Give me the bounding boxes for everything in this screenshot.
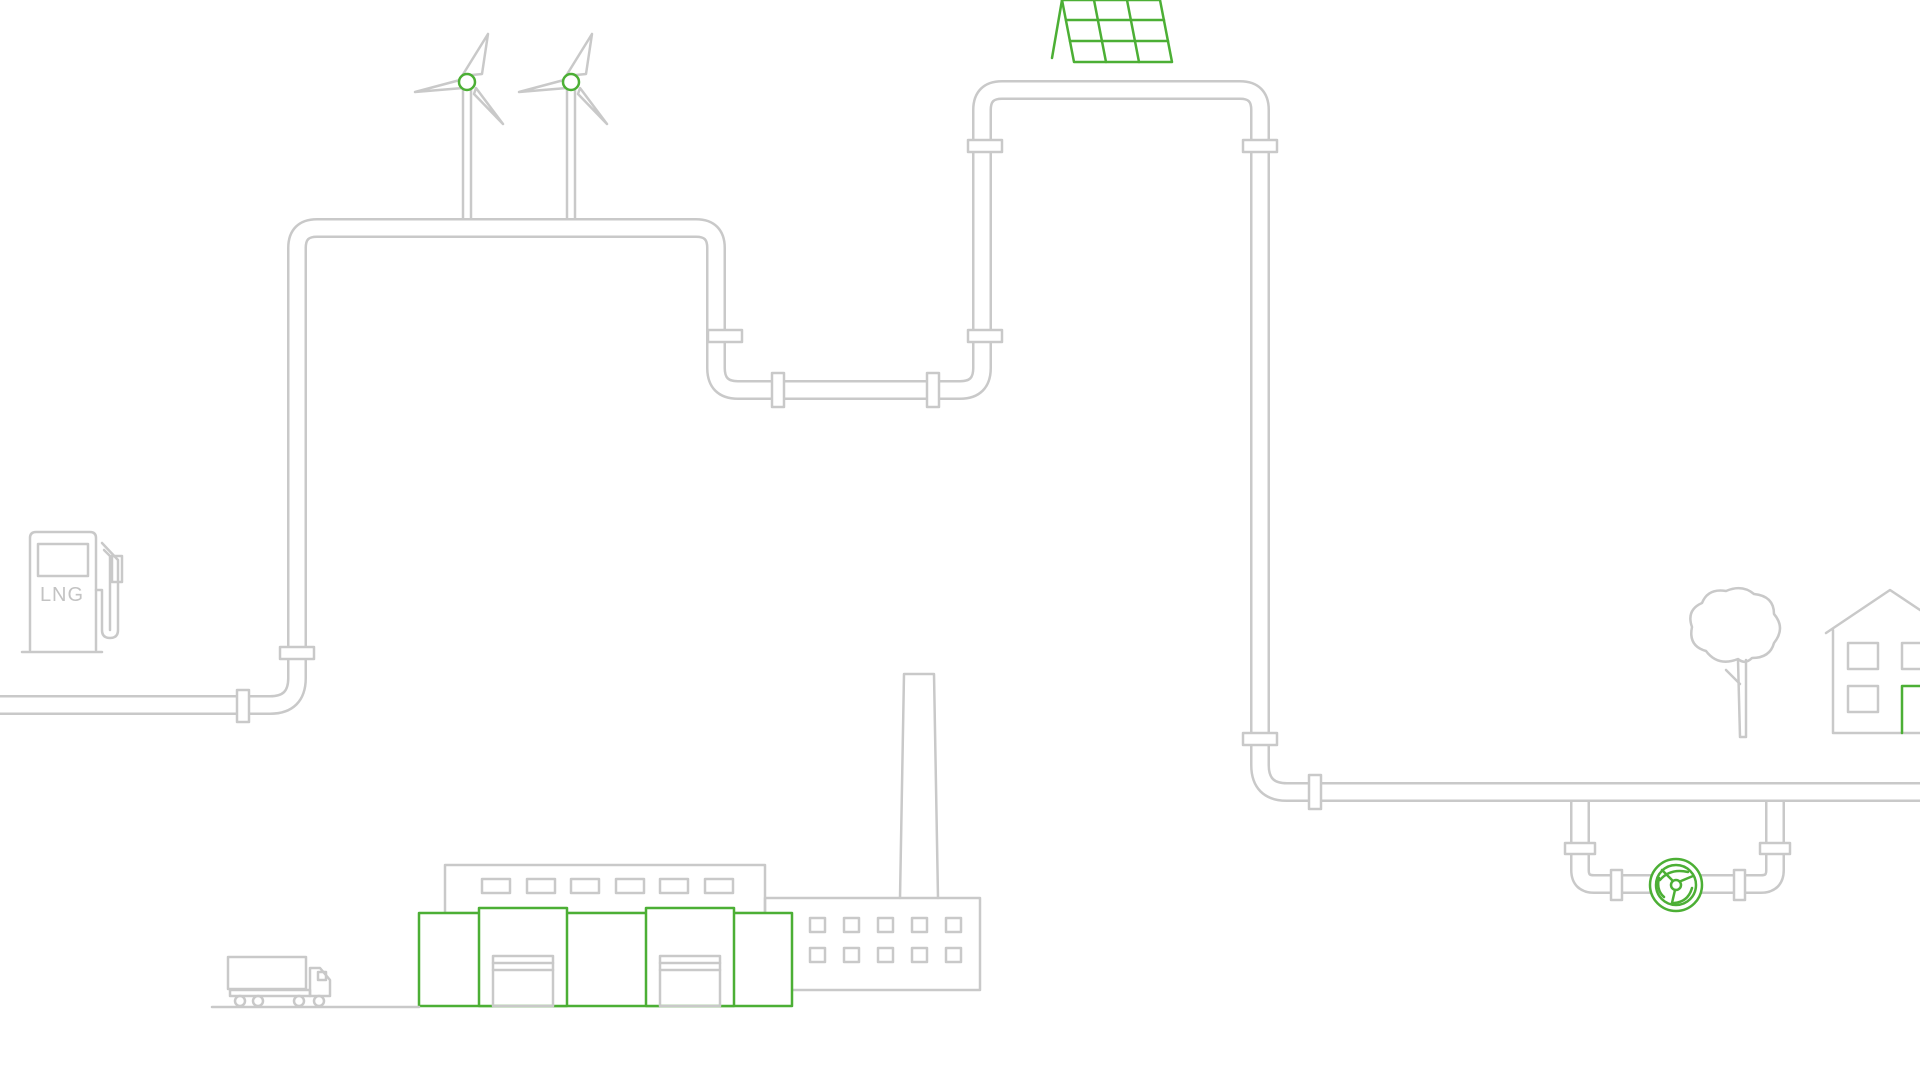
wind-turbine-icon (517, 32, 609, 221)
factory-windows (808, 916, 963, 964)
pipeline-valve-icon (1648, 857, 1704, 913)
wind-turbine-icon (413, 32, 505, 221)
lng-label: LNG (40, 584, 84, 606)
gas-pipeline (0, 80, 1920, 902)
solar-panel-icon (1050, 0, 1174, 64)
pipe-flanges (235, 138, 1792, 902)
house-icon (1824, 588, 1920, 735)
warehouse-doors (491, 954, 722, 1008)
factory-icon (417, 672, 982, 1008)
tree-icon (1689, 586, 1782, 739)
lng-fuel-pump-icon: LNG (20, 530, 124, 654)
truck-icon (226, 955, 332, 1008)
